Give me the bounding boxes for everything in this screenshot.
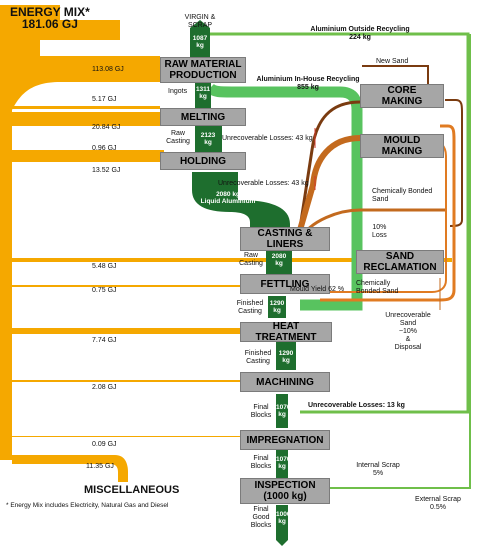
energy-value: 0.75 GJ <box>92 287 117 294</box>
flow-raw-casting-1 <box>195 126 222 153</box>
energy-flow-13-52 <box>12 152 160 162</box>
stage-mould-making: MOULD MAKING <box>360 134 444 158</box>
flow-machining <box>276 394 288 428</box>
energy-flow-5-48 <box>12 258 452 262</box>
finished-casting-label-1: Finished Casting <box>236 300 264 315</box>
stage-impregnation: IMPREGNATION <box>240 430 330 450</box>
energy-mix-title: ENERGY MIX* 181.06 GJ <box>10 6 90 30</box>
energy-value: 13.52 GJ <box>92 167 121 174</box>
final-blocks-label-1: Final Blocks <box>250 404 272 419</box>
mould-sand-loop <box>297 135 361 231</box>
flow-value-liquid: 2080 kg Liquid Aluminium <box>200 191 256 205</box>
flow-final-out <box>276 505 288 546</box>
core-sand-to-casting <box>298 100 361 229</box>
stage-core-making: CORE MAKING <box>360 84 444 108</box>
chem-sand-label-1: Chemically Bonded Sand <box>372 188 433 203</box>
energy-value: 113.08 GJ <box>92 66 124 73</box>
losses-holding-label: Unrecoverable Losses: 43 kg <box>218 180 309 187</box>
outside-recycling-loop <box>205 32 470 414</box>
flow-heat-treatment <box>276 340 296 370</box>
stage-inspection: INSPECTION (1000 kg) <box>240 478 330 504</box>
flow-value-machining: 1070 kg <box>276 404 291 418</box>
energy-flows <box>0 5 452 482</box>
energy-value: 11.35 GJ <box>86 463 114 470</box>
energy-value: 0.09 GJ <box>92 441 117 448</box>
energy-trunk <box>0 40 12 460</box>
final-blocks-label-2: Final Blocks <box>250 455 272 470</box>
flow-value-heat: 1290 kg <box>278 350 294 364</box>
ingots-label: Ingots <box>168 88 188 95</box>
flow-value-fettling: 1290 kg <box>269 300 285 314</box>
recycling-loops <box>205 32 471 489</box>
external-scrap-label: External Scrap 0.5% <box>415 496 461 511</box>
chem-sand-label-2: Chemically Bonded Sand <box>356 280 399 295</box>
energy-source-arrow <box>0 5 120 40</box>
energy-flow-20-84 <box>12 112 160 126</box>
internal-scrap-line <box>300 34 471 489</box>
stage-holding: HOLDING <box>160 152 246 170</box>
energy-flow-0-09 <box>12 436 240 437</box>
energy-mix-total: 181.06 GJ <box>21 17 78 31</box>
miscellaneous-label: MISCELLANEOUS <box>84 484 180 496</box>
flow-ingots <box>195 82 211 108</box>
energy-value: 5.17 GJ <box>92 96 117 103</box>
losses-machining-label: Unrecoverable Losses: 13 kg <box>308 402 405 409</box>
stage-fettling: FETTLING <box>240 274 330 294</box>
energy-value: 7.74 GJ <box>92 337 117 344</box>
flow-value-virgin: 1087 kg <box>192 35 208 49</box>
stage-raw-material-production: RAW MATERIAL PRODUCTION <box>160 57 246 83</box>
loss-10-label: 10% Loss <box>372 224 387 239</box>
energy-value: 5.48 GJ <box>92 263 117 270</box>
energy-flow-0-96 <box>12 150 164 152</box>
stage-casting-liners: CASTING & LINERS <box>240 227 330 251</box>
internal-scrap-label: Internal Scrap 5% <box>356 462 400 477</box>
virgin-scrap-arrow <box>190 20 210 58</box>
flow-value-raw-casting-2: 2080 kg <box>271 253 287 267</box>
mould-yield-label: Mould Yield 62 % <box>290 286 345 293</box>
inhouse-recycling-loop <box>206 83 363 311</box>
energy-flow-raw-material <box>12 40 160 110</box>
sand-core-to-casting <box>445 99 463 227</box>
energy-flow-2-08 <box>12 380 240 382</box>
energy-flow-0-75 <box>12 285 240 287</box>
final-good-blocks-label: Final Good Blocks <box>250 506 272 529</box>
energy-flow-7-74 <box>12 328 240 334</box>
losses-melting-label: Unrecoverable Losses: 43 kg <box>222 135 313 142</box>
raw-casting-label: Raw Casting <box>166 130 190 145</box>
stage-melting: MELTING <box>160 108 246 126</box>
flow-liquid-aluminium <box>192 172 290 228</box>
flow-value-inspection: 1000 kg <box>276 511 291 525</box>
footnote: * Energy Mix includes Electricity, Natur… <box>6 502 169 509</box>
energy-value: 20.84 GJ <box>92 124 121 131</box>
material-flows <box>190 20 296 546</box>
raw-casting-label-2: Raw Casting <box>239 252 263 267</box>
flow-value-ingots: 1311 kg <box>195 86 211 100</box>
outside-recycling-label: Aluminium Outside Recycling 224 kg <box>310 26 410 41</box>
stage-sand-reclamation: SAND RECLAMATION <box>356 250 444 274</box>
energy-mix-label: ENERGY MIX* <box>10 5 90 19</box>
flow-raw-casting-2 <box>266 248 292 274</box>
new-sand-line <box>362 65 429 84</box>
flow-value-raw-casting-1: 2123 kg <box>200 132 216 146</box>
mould-orange-outer <box>320 124 456 302</box>
energy-value: 0.96 GJ <box>92 145 117 152</box>
finished-casting-label-2: Finished Casting <box>244 350 272 365</box>
virgin-scrap-label: VIRGIN & SCRAP <box>184 14 216 29</box>
energy-flow-5-17 <box>12 106 160 109</box>
new-sand-label: New Sand <box>376 58 409 65</box>
stage-machining: MACHINING <box>240 372 330 392</box>
energy-flow-miscellaneous <box>12 455 128 482</box>
energy-value: 2.08 GJ <box>92 384 117 391</box>
flow-impregnation <box>276 450 288 478</box>
unrecoverable-sand-label: Unrecoverable Sand ~10% & Disposal <box>385 312 431 351</box>
flow-fettling <box>268 296 286 318</box>
inhouse-recycling-label: Aluminium In-House Recycling 855 kg <box>256 76 360 91</box>
stage-heat-treatment: HEAT TREATMENT <box>240 321 332 343</box>
flow-value-impregnation: 1070 kg <box>276 456 291 470</box>
